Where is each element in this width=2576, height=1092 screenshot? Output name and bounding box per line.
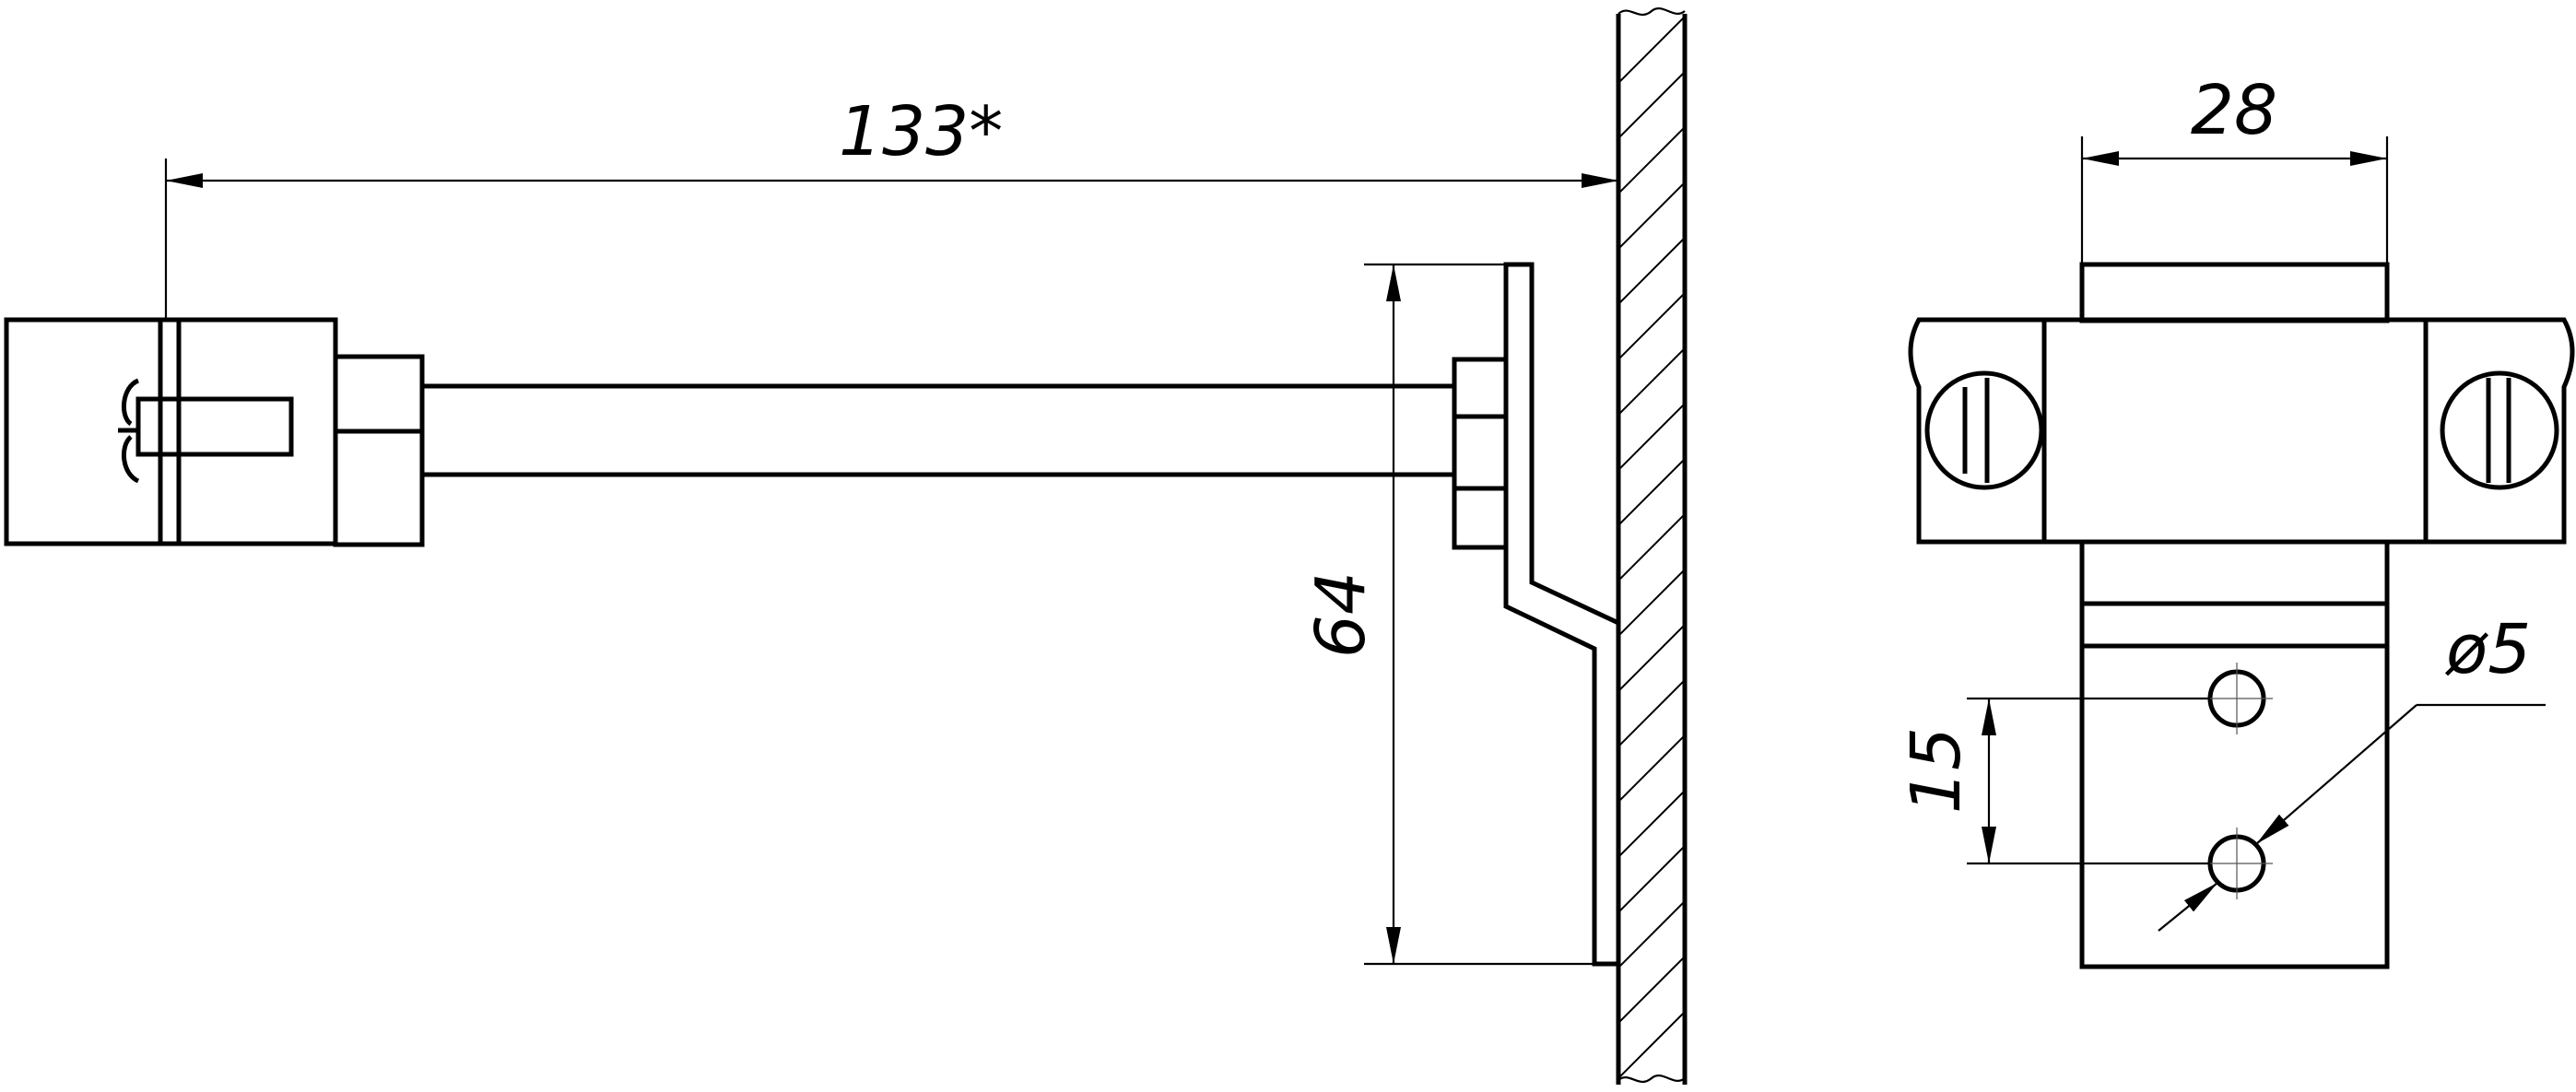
dimension-hole-diameter-label: ø5 [2444,610,2531,689]
dimension-hole-spacing-label: 15 [1897,727,1976,814]
right-screw-icon [2440,370,2559,490]
dimension-width-label: 28 [2191,71,2277,150]
wall-break-bottom [1617,1074,1686,1084]
rod-coupling [333,354,425,547]
side-view: 133* 64 [4,7,1688,1085]
dimension-reach: 133* [164,92,1618,320]
front-view: 28 15 ø5 [1897,71,2575,969]
support-rod [422,383,1454,477]
dimension-width: 28 [2080,71,2389,264]
wall-section [1616,7,1688,1085]
top-plate [2079,262,2390,323]
wall-hatching [1618,16,1685,1079]
lower-plate [2079,539,2390,969]
mounting-hole-upper [2201,663,2273,734]
hex-nut [1452,357,1509,550]
front-clamp-body [1908,317,2575,545]
clamp-screw-head-top [121,378,140,427]
dimension-hole-spacing: 15 [1897,697,2210,865]
dimension-reach-label: 133* [839,92,1003,171]
mounting-bracket [1503,262,1621,967]
dimension-hole-diameter: ø5 [2158,610,2546,932]
dimension-height: 64 [1301,263,1594,966]
clamp-screw-shank [135,396,294,457]
wall-break-top [1617,7,1686,17]
dimension-height-label: 64 [1301,571,1381,658]
clamp-block [4,317,338,546]
clamp-screw-head-bottom [121,435,140,484]
left-screw-icon [1924,370,2044,490]
